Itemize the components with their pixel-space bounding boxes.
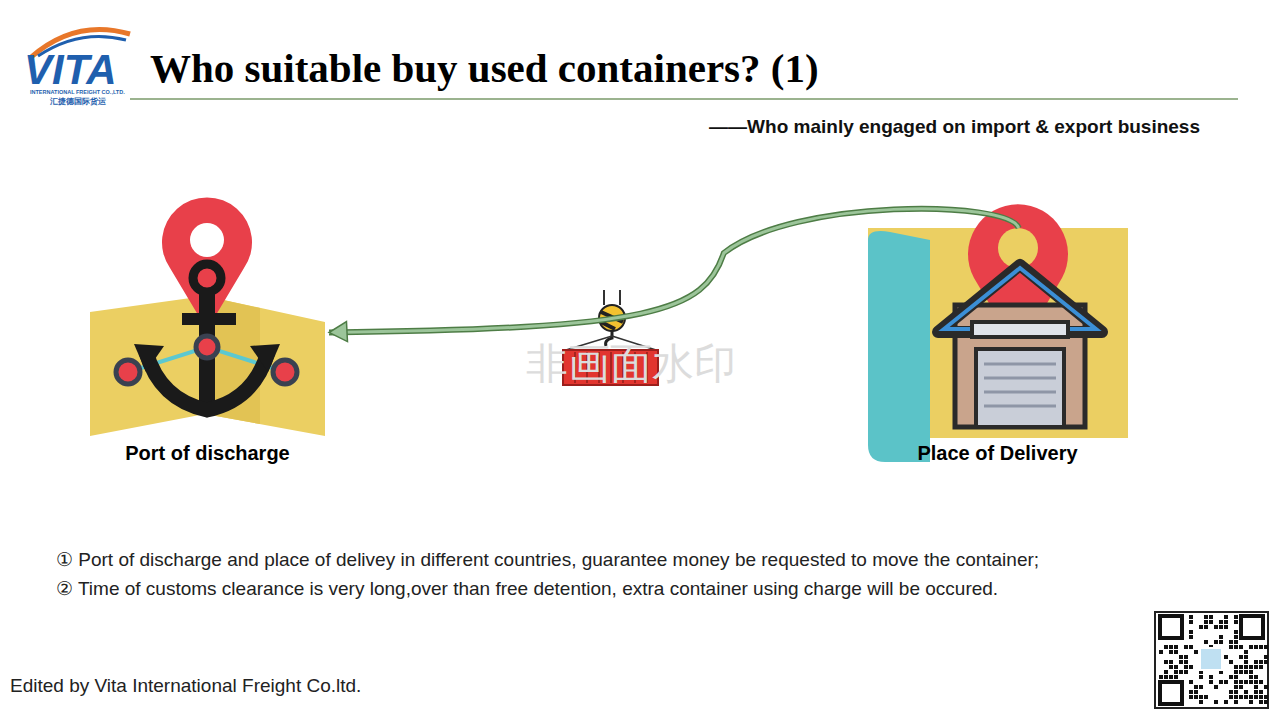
location-node: Port of discharge — [90, 200, 325, 465]
house-roof-edge — [944, 268, 1096, 329]
anchor-arm — [146, 352, 268, 410]
qr-finder — [1160, 616, 1182, 638]
anchor-ring — [193, 264, 221, 292]
map-fold — [868, 231, 930, 462]
house-window — [972, 322, 1068, 337]
qr-finder — [1160, 682, 1182, 704]
title-rule — [130, 98, 1238, 100]
node-label: Port of discharge — [125, 442, 289, 465]
qr-modules — [1159, 615, 1268, 704]
flow-arrow — [329, 209, 1019, 342]
logo-word: VITA — [24, 46, 117, 94]
qr-logo — [1200, 648, 1222, 670]
logo-chinese: 汇捷德国际货运 — [50, 96, 106, 107]
house-wall — [955, 305, 1085, 427]
crane-cable — [603, 290, 605, 305]
crane-cable — [619, 290, 621, 305]
footer-credit: Edited by Vita International Freight Co.… — [10, 675, 361, 697]
watermark: 非画面水印 — [526, 336, 736, 392]
route-dot — [273, 360, 297, 384]
note: ② Time of customs clearance is very long… — [56, 577, 998, 600]
note: ① Port of discharge and place of delivey… — [56, 548, 1039, 571]
subtitle: ——Who mainly engaged on import & export … — [709, 116, 1200, 138]
qr-finder — [1241, 616, 1263, 638]
qr-frame — [1155, 612, 1268, 708]
node-label: Place of Delivery — [917, 442, 1077, 465]
route-dot — [116, 360, 140, 384]
garage-door — [976, 349, 1064, 427]
route-dot — [196, 336, 218, 358]
location-node: Place of Delivery — [865, 228, 1130, 465]
logo-subtext: INTERNATIONAL FREIGHT CO.,LTD. — [30, 89, 125, 95]
slide-title: Who suitable buy used containers? (1) — [150, 44, 819, 92]
anchor-stock — [182, 313, 236, 325]
door-slats — [984, 364, 1056, 406]
pin-hole — [190, 223, 224, 257]
